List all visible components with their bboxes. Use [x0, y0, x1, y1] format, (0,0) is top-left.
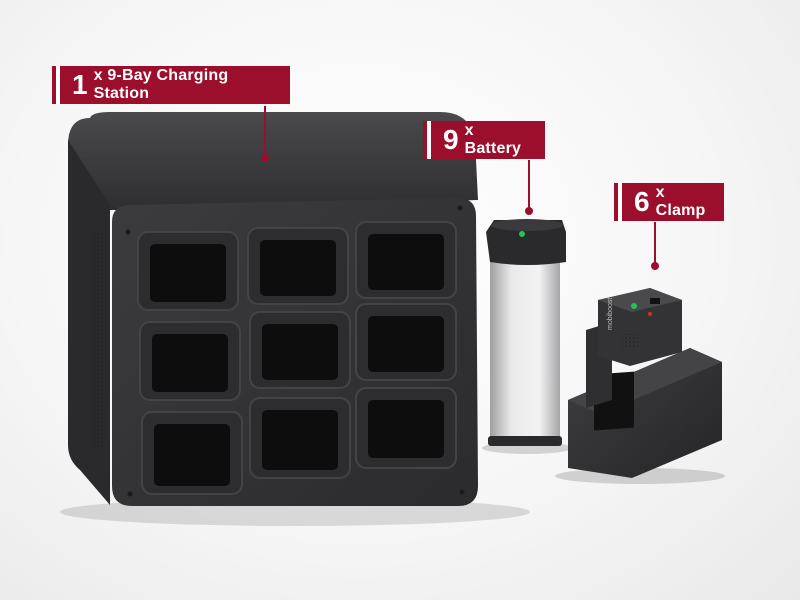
clamp-brand-logo: mobiboost — [607, 298, 614, 330]
power-led-icon — [519, 231, 525, 237]
battery-leader-line — [528, 160, 530, 208]
battery — [486, 219, 566, 446]
station-callout: 1 x 9-Bay Charging Station — [56, 66, 290, 104]
clamp-leader-line — [654, 222, 656, 266]
clamp-callout: 6 x Clamp — [618, 183, 724, 221]
speaker-grille — [622, 334, 638, 348]
bay — [139, 321, 241, 401]
green-led-icon — [631, 303, 637, 309]
battery-callout: 9 x Battery — [427, 121, 545, 159]
station-label: x 9-Bay Charging Station — [93, 67, 229, 102]
bay — [249, 311, 351, 389]
bay — [137, 231, 239, 311]
side-vent — [92, 230, 104, 450]
clamp: mobiboost — [568, 288, 722, 478]
bay — [355, 387, 457, 469]
bay — [355, 303, 457, 381]
station-count: 1 — [72, 69, 88, 100]
bay — [247, 227, 349, 305]
battery-label: x Battery — [464, 122, 522, 157]
battery-leader-dot — [525, 207, 533, 215]
battery-count: 9 — [443, 124, 459, 155]
station-leader-dot — [261, 154, 269, 162]
bay — [355, 221, 457, 299]
station-leader-line — [264, 106, 266, 156]
clamp-leader-dot — [651, 262, 659, 270]
charging-station — [68, 112, 478, 506]
bay — [141, 411, 243, 495]
red-led-icon — [648, 312, 652, 316]
clamp-label: x Clamp — [655, 184, 706, 219]
bay — [249, 397, 351, 479]
clamp-count: 6 — [634, 186, 650, 217]
